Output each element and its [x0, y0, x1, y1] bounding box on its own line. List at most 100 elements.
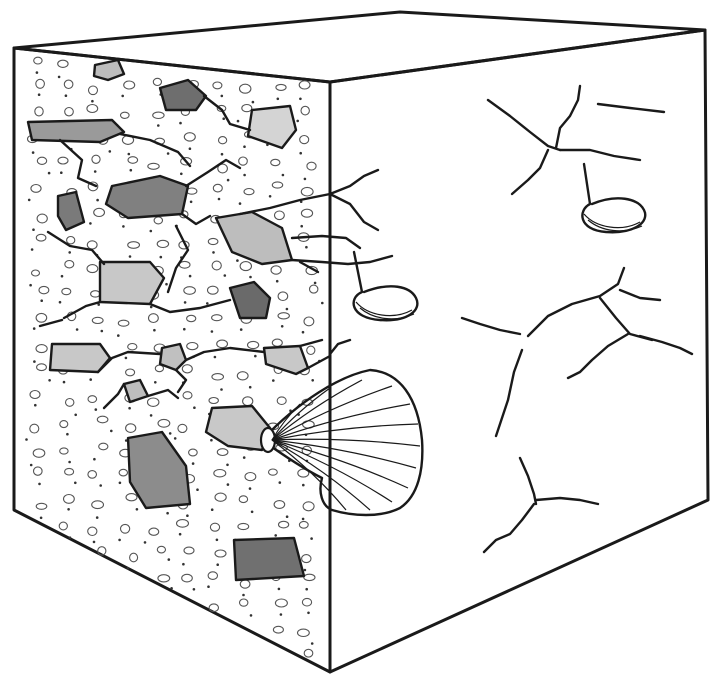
matrix-pebble: [36, 345, 47, 353]
matrix-dot: [243, 174, 246, 177]
matrix-pebble: [244, 189, 254, 195]
matrix-dot: [144, 541, 147, 544]
matrix-dot: [282, 174, 285, 177]
matrix-pebble: [208, 286, 219, 294]
matrix-pebble: [182, 365, 192, 373]
matrix-pebble: [126, 424, 136, 433]
matrix-dot: [110, 430, 113, 433]
matrix-pebble: [59, 522, 67, 530]
matrix-pebble: [157, 546, 165, 553]
matrix-dot: [33, 360, 36, 363]
matrix-dot: [174, 437, 177, 440]
matrix-pebble: [60, 421, 68, 428]
matrix-pebble: [177, 520, 189, 528]
matrix-dot: [211, 508, 214, 511]
matrix-dot: [272, 379, 275, 382]
matrix-pebble: [307, 346, 315, 354]
matrix-dot: [311, 642, 314, 645]
matrix-pebble: [215, 550, 226, 557]
matrix-pebble: [278, 313, 289, 319]
aggregate: [264, 346, 308, 374]
matrix-dot: [25, 438, 28, 441]
matrix-dot: [252, 101, 255, 104]
matrix-dot: [186, 514, 189, 517]
matrix-dot: [67, 508, 70, 511]
matrix-pebble: [243, 397, 253, 406]
fracture-ray: [272, 440, 408, 488]
matrix-dot: [279, 481, 282, 484]
matrix-dot: [95, 408, 98, 411]
matrix-dot: [74, 482, 77, 485]
aggregate: [230, 282, 270, 318]
matrix-dot: [321, 302, 324, 305]
matrix-dot: [305, 588, 308, 591]
matrix-dot: [169, 432, 172, 435]
matrix-pebble: [302, 598, 311, 606]
matrix-dot: [60, 171, 63, 174]
matrix-pebble: [64, 495, 75, 504]
matrix-dot: [222, 117, 225, 120]
matrix-dot: [299, 152, 302, 155]
matrix-dot: [117, 334, 120, 337]
matrix-dot: [170, 587, 173, 590]
matrix-pebble: [298, 629, 310, 636]
matrix-dot: [207, 585, 210, 588]
fracture-ray: [272, 380, 362, 440]
matrix-pebble: [242, 105, 252, 112]
matrix-pebble: [34, 57, 42, 64]
matrix-dot: [183, 328, 186, 331]
aggregate: [28, 120, 124, 142]
matrix-dot: [314, 282, 317, 285]
matrix-dot: [28, 199, 31, 202]
matrix-pebble: [213, 82, 222, 89]
matrix-pebble: [301, 187, 313, 196]
matrix-dot: [193, 406, 196, 409]
matrix-pebble: [208, 238, 218, 244]
matrix-dot: [93, 458, 96, 461]
matrix-dot: [68, 461, 71, 464]
matrix-pebble: [245, 473, 256, 481]
matrix-dot: [212, 251, 215, 254]
matrix-pebble: [158, 575, 170, 582]
matrix-pebble: [299, 521, 308, 528]
matrix-pebble: [154, 217, 162, 224]
matrix-pebble: [37, 364, 47, 371]
matrix-dot: [154, 381, 157, 384]
matrix-dot: [236, 259, 239, 262]
matrix-pebble: [276, 84, 286, 90]
aggregate: [160, 80, 206, 110]
matrix-dot: [250, 614, 253, 617]
matrix-dot: [302, 331, 305, 334]
matrix-dot: [249, 386, 252, 389]
matrix-pebble: [184, 287, 196, 295]
matrix-pebble: [279, 521, 289, 528]
matrix-pebble: [65, 108, 74, 116]
matrix-pebble: [119, 469, 127, 476]
matrix-pebble: [303, 502, 314, 511]
matrix-pebble: [126, 494, 137, 501]
matrix-dot: [109, 150, 112, 153]
matrix-pebble: [304, 649, 313, 657]
matrix-dot: [125, 357, 128, 360]
matrix-pebble: [35, 107, 43, 116]
matrix-dot: [302, 484, 305, 487]
matrix-dot: [150, 230, 153, 233]
matrix-pebble: [121, 524, 130, 533]
matrix-pebble: [153, 78, 161, 85]
matrix-pebble: [274, 501, 285, 509]
matrix-dot: [58, 76, 61, 79]
fracture-ray: [272, 404, 410, 440]
matrix-dot: [251, 511, 254, 514]
matrix-dot: [48, 379, 51, 382]
matrix-dot: [94, 170, 97, 173]
matrix-pebble: [183, 392, 192, 399]
matrix-dot: [63, 381, 66, 384]
aggregate: [106, 176, 188, 218]
matrix-dot: [48, 172, 51, 175]
matrix-pebble: [88, 396, 97, 403]
matrix-pebble: [66, 399, 74, 407]
matrix-pebble: [87, 105, 98, 113]
matrix-pebble: [299, 81, 310, 89]
matrix-pebble: [210, 523, 219, 531]
matrix-dot: [157, 124, 160, 127]
